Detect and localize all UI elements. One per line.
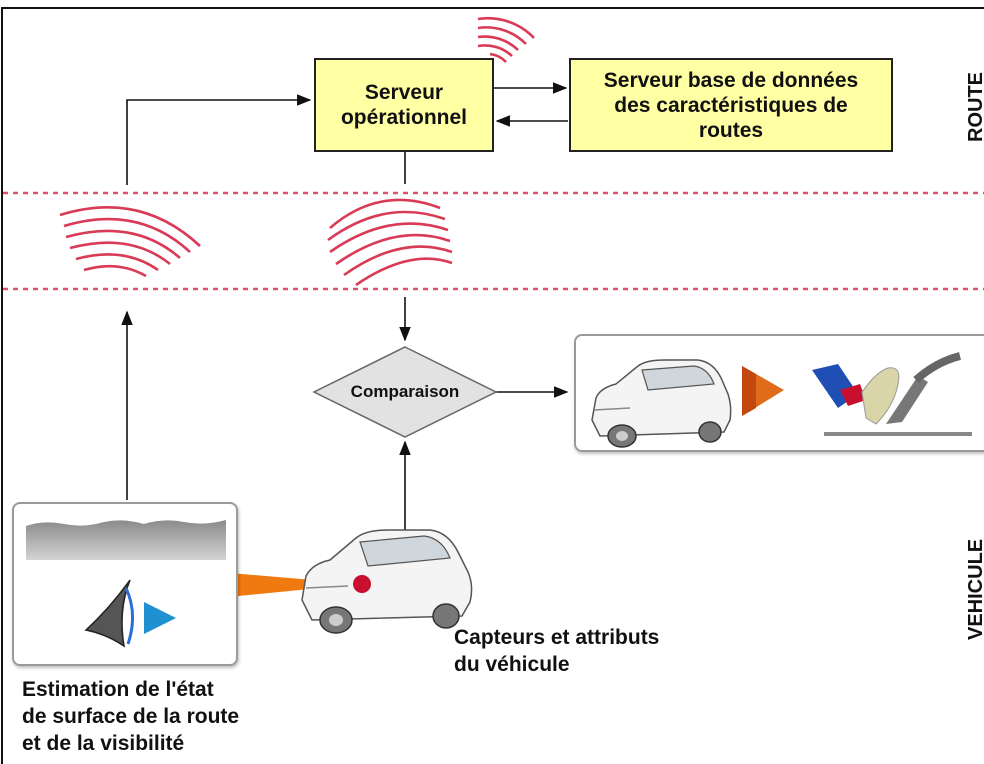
surface-estimation-label: Estimation de l'état de surface de la ro… [22,678,240,755]
sensor-beam [218,572,360,598]
car-icon [591,359,732,448]
database-server-box: Serveur base de données des caractéristi… [569,58,893,152]
comparaison-label: Comparaison [350,382,460,401]
road-surface-profile [26,520,226,560]
action-panel-graphics [591,352,972,448]
comparaison-diamond [312,346,498,438]
estimation-panel-graphics [26,520,226,648]
car-icon [301,529,473,634]
wireless-signal-icon [59,205,201,278]
database-server-label: Serveur base de données des caractéristi… [603,68,859,142]
view-direction-arrow-icon [144,602,176,634]
wireless-signal-icon [327,198,453,287]
vehicle-sensors-label: Capteurs et attributs du véhicule [454,626,660,676]
foot-brake-pedal-icon [812,352,972,436]
action-panel [574,334,984,452]
diagram-frame [1,7,984,764]
estimation-panel [12,502,238,666]
operational-server-label: Serveur opérationnel [340,81,467,129]
arrow-to-operational-server [126,94,312,185]
eye-icon [84,579,134,648]
vehicle-sensor-graphic [301,529,473,634]
operational-server-box: Serveur opérationnel [314,58,494,152]
wireless-signal-icon [477,16,535,63]
side-label-vehicle: VEHICULE [965,538,984,640]
sensor-dot [353,575,371,593]
side-label-road: ROUTE [965,72,984,142]
